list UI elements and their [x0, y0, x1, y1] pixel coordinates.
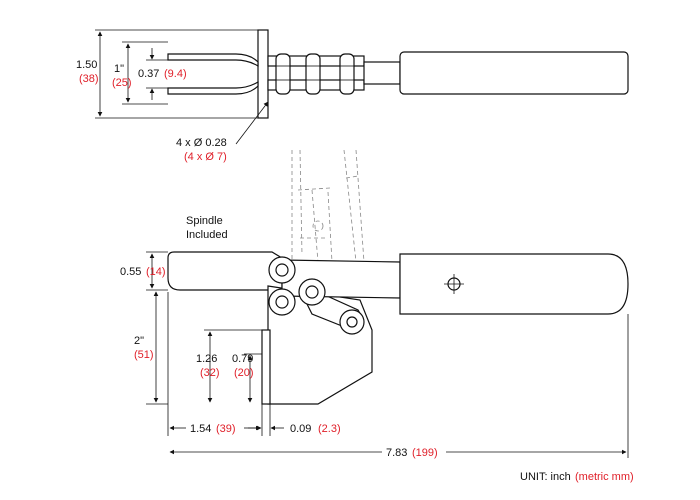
top-view-handle-shaft — [363, 61, 401, 85]
dim-nose-length-imperial: 1.54 — [190, 423, 211, 435]
unit-note-prefix: UNIT: inch — [520, 471, 571, 483]
dim-base-height-metric: (32) — [200, 367, 220, 379]
dim-hole-height-imperial: 0.79 — [232, 353, 253, 365]
dim-nose-length-metric: (39) — [216, 423, 236, 435]
top-view: 1.50 (38) 1" (25) 0.37 (9.4) 4 x Ø 0.28 … — [76, 29, 629, 163]
dim-inner-height-imperial: 1" — [114, 63, 124, 75]
dim-holes-imperial: 4 x Ø 0.28 — [176, 137, 227, 149]
side-view-mounting-plate — [261, 329, 271, 405]
dim-base-height-imperial: 1.26 — [196, 353, 217, 365]
dim-gap-metric: (9.4) — [164, 68, 187, 80]
dim-reach-metric: (51) — [134, 349, 154, 361]
dim-reach-imperial: 2" — [134, 335, 144, 347]
side-view-pivots — [268, 256, 365, 335]
dim-overall-height-metric: (38) — [79, 73, 99, 85]
top-view-flange — [257, 29, 269, 119]
dim-holes-metric: (4 x Ø 7) — [184, 151, 227, 163]
spindle-note-line2: Included — [186, 229, 228, 241]
dim-overall-length-imperial: 7.83 — [386, 447, 407, 459]
top-view-pivot-bolts — [275, 53, 355, 95]
open-position-outline — [291, 149, 365, 263]
top-view-fork-lower — [167, 80, 259, 95]
dim-overall-height-imperial: 1.50 — [76, 59, 97, 71]
dim-plate-thickness-imperial: 0.09 — [290, 423, 311, 435]
top-view-fork-upper — [167, 53, 259, 68]
side-view-handle-grip — [399, 253, 629, 315]
dim-nose-height-imperial: 0.55 — [120, 266, 141, 278]
dim-gap-imperial: 0.37 — [138, 68, 159, 80]
side-view-nose — [167, 251, 283, 291]
dim-nose-height-metric: (14) — [146, 266, 166, 278]
dim-inner-height-metric: (25) — [112, 77, 132, 89]
spindle-note-line1: Spindle — [186, 215, 223, 227]
dim-overall-length-metric: (199) — [412, 447, 438, 459]
top-view-handle-grip — [399, 51, 629, 95]
dim-hole-height-metric: (20) — [234, 367, 254, 379]
unit-note-suffix: (metric mm) — [575, 471, 634, 483]
side-view: Spindle Included 0.55 (14) 2" (51) 1.26 … — [120, 149, 629, 459]
dim-plate-thickness-metric: (2.3) — [318, 423, 341, 435]
